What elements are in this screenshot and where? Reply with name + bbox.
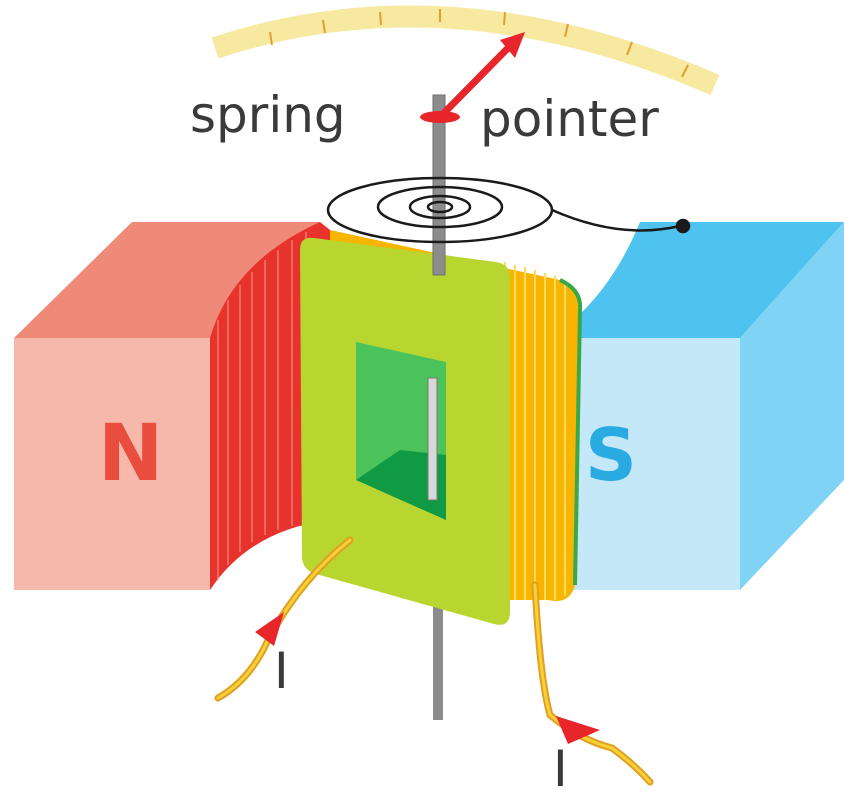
current-in-arrow [255, 612, 284, 646]
spiral-spring [326, 176, 691, 244]
label-spring: spring [190, 86, 346, 144]
pointer-needle [420, 32, 525, 123]
label-north: N [98, 409, 163, 499]
current-in-wire [214, 536, 354, 702]
label-pointer: pointer [480, 90, 659, 148]
label-current-out: I [553, 740, 568, 790]
current-out-arrow [556, 716, 600, 744]
north-pole-magnet [14, 222, 330, 590]
label-current-in: I [274, 642, 289, 700]
coil-frame [300, 237, 510, 625]
current-out-wire [531, 581, 654, 786]
spindle-lower [433, 600, 443, 720]
label-south: S [585, 413, 637, 497]
spindle-upper [432, 94, 446, 276]
scale-arc [211, 5, 720, 96]
south-pole-magnet [550, 222, 844, 590]
